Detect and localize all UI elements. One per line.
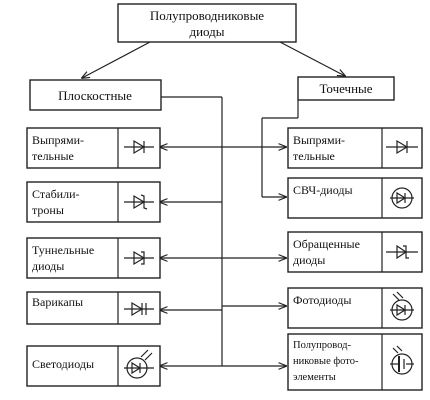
backward-diode-symbol-icon: [386, 244, 418, 260]
led-symbol-icon: [124, 349, 154, 379]
planar-group-node: Плоскостные: [29, 79, 162, 111]
zener-line-1: Стабили-: [32, 187, 80, 201]
backward-line-2: диоды: [293, 253, 325, 267]
diode-symbol-icon: [124, 139, 154, 155]
varicap-box: [26, 291, 161, 325]
right-item-microwave: СВЧ-диоды: [287, 177, 423, 219]
title-node: Полупроводниковые диоды: [117, 3, 297, 43]
right-rectifier-line-1: Выпрями-: [293, 133, 345, 147]
diode-symbol-icon: [386, 139, 418, 155]
planar-group-label: Плоскостные: [58, 88, 132, 103]
left-item-led: Светодиоды: [26, 345, 161, 387]
point-group-label: Точечные: [319, 81, 372, 96]
arrow-title-to-planar: [82, 41, 151, 78]
left-item-zener: Стабили- троны: [26, 181, 161, 223]
microwave-label: СВЧ-диоды: [293, 183, 353, 197]
title-line-1: Полупроводниковые: [150, 8, 264, 23]
arrow-title-to-point: [279, 41, 345, 76]
right-rectifier-line-2: тельные: [293, 149, 335, 163]
planar-group-box: [29, 79, 162, 111]
tunnel-line-2: диоды: [32, 259, 64, 273]
left-rectifier-box: [26, 127, 161, 169]
left-item-varicap: Варикапы: [26, 291, 161, 325]
microwave-diode-symbol-icon: [390, 187, 414, 209]
varicap-symbol-icon: [124, 301, 154, 317]
led-label: Светодиоды: [32, 357, 94, 371]
varicap-label: Варикапы: [32, 295, 83, 309]
title-line-2: диоды: [189, 24, 224, 39]
left-rectifier-line-1: Выпрями-: [32, 133, 84, 147]
left-rectifier-line-2: тельные: [32, 149, 74, 163]
right-item-rectifier: Выпрями- тельные: [287, 127, 423, 169]
photodiode-label: Фотодиоды: [293, 293, 351, 307]
point-group-box: [297, 76, 395, 101]
photocell-line-2: никовые фото-: [293, 356, 359, 367]
zener-diode-symbol-icon: [124, 194, 154, 210]
connector-lines: [82, 41, 345, 366]
title-box: [117, 3, 297, 43]
left-item-tunnel: Туннельные диоды: [26, 237, 161, 279]
right-item-photocell: Полупровод- никовые фото- элементы: [287, 333, 423, 391]
photodiode-symbol-icon: [390, 291, 414, 321]
right-item-backward: Обращенные диоды: [287, 231, 423, 273]
right-item-photodiode: Фотодиоды: [287, 287, 423, 329]
backward-line-1: Обращенные: [293, 237, 360, 251]
tunnel-line-1: Туннельные: [32, 243, 94, 257]
left-item-rectifier: Выпрями- тельные: [26, 127, 161, 169]
photocell-line-1: Полупровод-: [293, 340, 351, 351]
tunnel-diode-symbol-icon: [124, 250, 154, 266]
point-group-node: Точечные: [297, 76, 395, 101]
photocell-symbol-icon: [390, 345, 414, 375]
zener-line-2: троны: [32, 203, 64, 217]
right-rectifier-box: [287, 127, 423, 169]
photocell-line-3: элементы: [293, 372, 336, 383]
